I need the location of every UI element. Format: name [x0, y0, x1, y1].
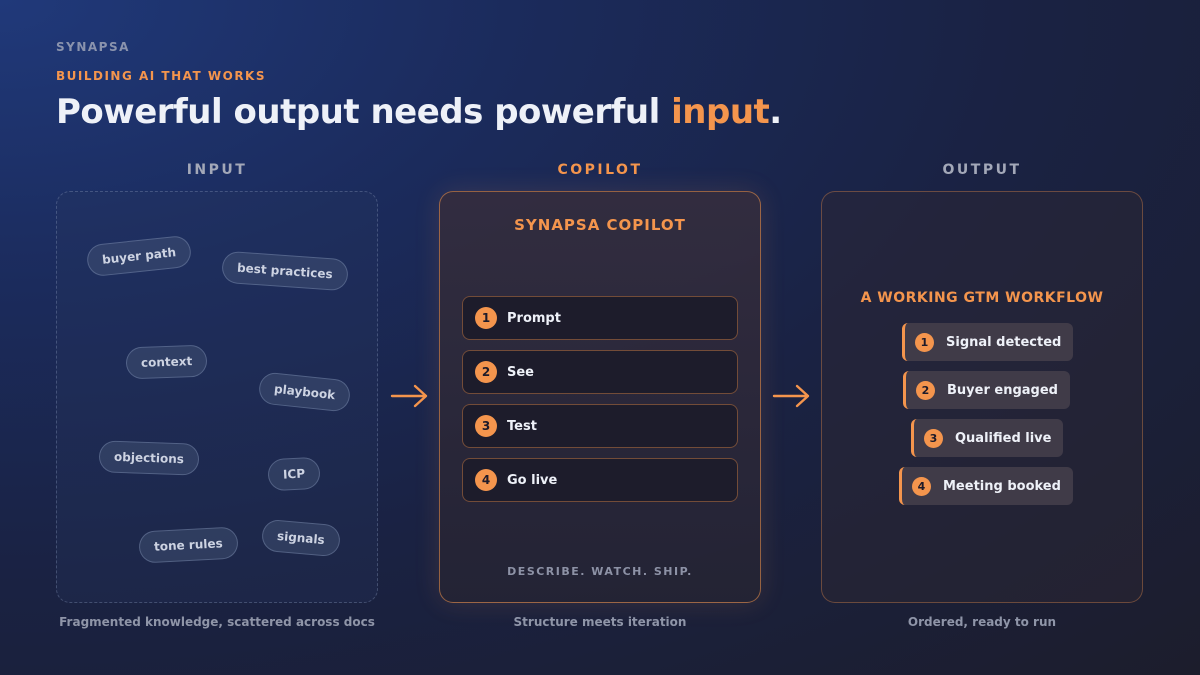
step-number-badge: 3	[924, 428, 943, 448]
copilot-title: SYNAPSA COPILOT	[514, 216, 686, 234]
input-tag: tone rules	[138, 526, 239, 564]
output-column-label: OUTPUT	[942, 162, 1022, 178]
copilot-panel: SYNAPSA COPILOT 1 Prompt 2 See 3 Test 4 …	[439, 191, 761, 603]
headline-highlight: input	[671, 92, 770, 132]
copilot-step: 1 Prompt	[462, 296, 738, 340]
output-title: A WORKING GTM WORKFLOW	[860, 290, 1104, 306]
output-caption: Ordered, ready to run	[907, 615, 1057, 629]
workflow-step: 1 Signal detected	[902, 323, 1074, 361]
step-label: Prompt	[507, 310, 561, 326]
step-label: See	[507, 364, 534, 380]
output-panel: A WORKING GTM WORKFLOW 1 Signal detected…	[821, 191, 1143, 603]
input-tag: context	[125, 344, 208, 380]
copilot-step: 2 See	[462, 350, 738, 394]
copilot-step: 4 Go live	[462, 458, 738, 502]
workflow-step-label: Qualified live	[955, 430, 1052, 446]
input-tag: ICP	[267, 456, 321, 492]
step-label: Test	[507, 418, 537, 434]
step-number-badge: 4	[912, 476, 931, 496]
copilot-column-label: COPILOT	[557, 162, 643, 178]
workflow-step: 4 Meeting booked	[899, 467, 1073, 505]
copilot-step: 3 Test	[462, 404, 738, 448]
page-title: Powerful output needs powerful input.	[56, 92, 782, 132]
input-tag: playbook	[257, 371, 352, 413]
step-label: Go live	[507, 472, 558, 488]
copilot-caption: Structure meets iteration	[513, 615, 687, 629]
input-caption: Fragmented knowledge, scattered across d…	[59, 615, 375, 629]
brand-label: SYNAPSA	[56, 40, 130, 54]
arrow-right-icon	[772, 384, 810, 408]
input-tag: buyer path	[85, 234, 193, 278]
workflow-step-label: Signal detected	[946, 334, 1062, 350]
step-number-badge: 2	[916, 380, 935, 400]
input-tag: signals	[260, 518, 341, 558]
arrow-right-icon	[390, 384, 428, 408]
headline-start: Powerful output needs powerful	[56, 92, 672, 132]
step-number-badge: 1	[915, 332, 934, 352]
input-tag: best practices	[221, 250, 349, 292]
input-column-label: INPUT	[186, 162, 248, 178]
workflow-step-label: Meeting booked	[943, 478, 1061, 494]
workflow-step: 3 Qualified live	[911, 419, 1064, 457]
step-number-badge: 4	[475, 469, 497, 491]
step-number-badge: 3	[475, 415, 497, 437]
step-number-badge: 2	[475, 361, 497, 383]
input-panel: buyer path best practices context playbo…	[56, 191, 378, 603]
workflow-step-label: Buyer engaged	[947, 382, 1058, 398]
eyebrow: BUILDING AI THAT WORKS	[56, 69, 266, 83]
step-number-badge: 1	[475, 307, 497, 329]
workflow-step: 2 Buyer engaged	[903, 371, 1070, 409]
copilot-tagline: DESCRIBE. WATCH. SHIP.	[507, 565, 693, 578]
headline-end: .	[769, 92, 782, 132]
input-tag: objections	[98, 440, 200, 476]
